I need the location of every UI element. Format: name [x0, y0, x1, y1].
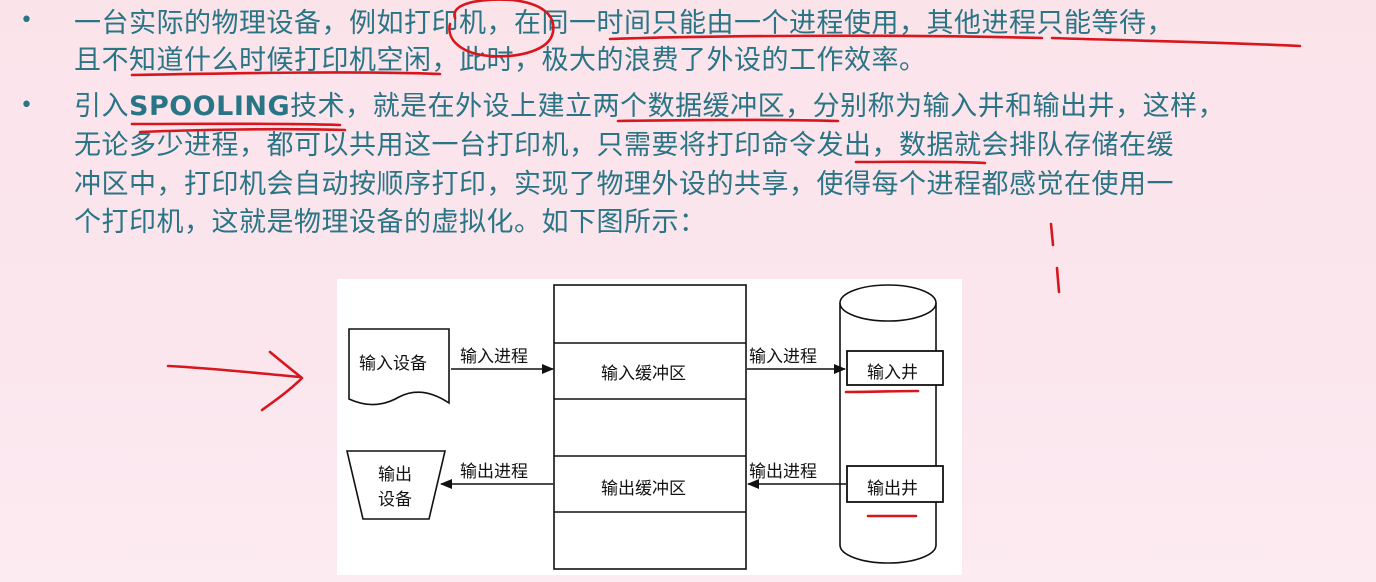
pointer-arrow-annotation	[166, 364, 302, 379]
disk-cylinder	[839, 303, 937, 564]
diagram-shapes	[345, 284, 944, 570]
bullet-dot-2: •	[20, 93, 33, 118]
buffer-column	[553, 284, 747, 570]
output-device-shape	[345, 450, 447, 520]
tick-mark-annotation-1	[1049, 222, 1055, 247]
bullet-2-line-1: 引入SPOOLING技术，就是在外设上建立两个数据缓冲区，分别称为输入井和输出井…	[74, 88, 1225, 125]
bullet-2-text-post: 技术，就是在外设上建立两个数据缓冲区，分别称为输入井和输出井，这样，	[290, 91, 1226, 122]
bullet-1-line-2: 且不知道什么时候打印机空闲，此时，极大的浪费了外设的工作效率。	[74, 45, 927, 76]
output-process-right-label: 输出进程	[749, 462, 817, 482]
input-process-left-label: 输入进程	[460, 347, 528, 367]
bullet-2-line-4: 个打印机，这就是物理设备的虚拟化。如下图所示：	[74, 207, 707, 238]
input-process-right-label: 输入进程	[749, 347, 817, 367]
bullet-1-line-1: 一台实际的物理设备，例如打印机，在同一时间只能由一个进程使用，其他进程只能等待，	[74, 8, 1174, 39]
bullet-dot-1: •	[20, 8, 33, 33]
input-well-label: 输入井	[867, 363, 918, 383]
bullet-2-text-pre: 引入	[74, 91, 129, 122]
input-device-label: 输入设备	[359, 354, 427, 374]
output-process-left-label: 输出进程	[460, 462, 528, 482]
input-device-shape	[348, 328, 450, 406]
input-buffer-label: 输入缓冲区	[601, 364, 686, 384]
output-device-label-line1: 输出	[378, 465, 412, 485]
input-well-box	[846, 350, 944, 386]
output-device-label-line2: 设备	[378, 490, 412, 510]
output-buffer-label: 输出缓冲区	[601, 479, 686, 499]
output-well-box	[846, 465, 944, 503]
spooling-diagram: 输入设备 输入进程 输入缓冲区 输入进程 输入井 输出 设备 输出进程 输出缓冲…	[337, 279, 962, 575]
bullet-2-line-3: 冲区中，打印机会自动按顺序打印，实现了物理外设的共享，使得每个进程都感觉在使用一	[74, 169, 1174, 200]
output-well-label: 输出井	[867, 479, 918, 499]
tick-mark-annotation-2	[1055, 266, 1061, 294]
bullet-2-line-2: 无论多少进程，都可以共用这一台打印机，只需要将打印命令发出，数据就会排队存储在缓	[74, 130, 1174, 161]
spooling-keyword: SPOOLING	[129, 91, 291, 122]
